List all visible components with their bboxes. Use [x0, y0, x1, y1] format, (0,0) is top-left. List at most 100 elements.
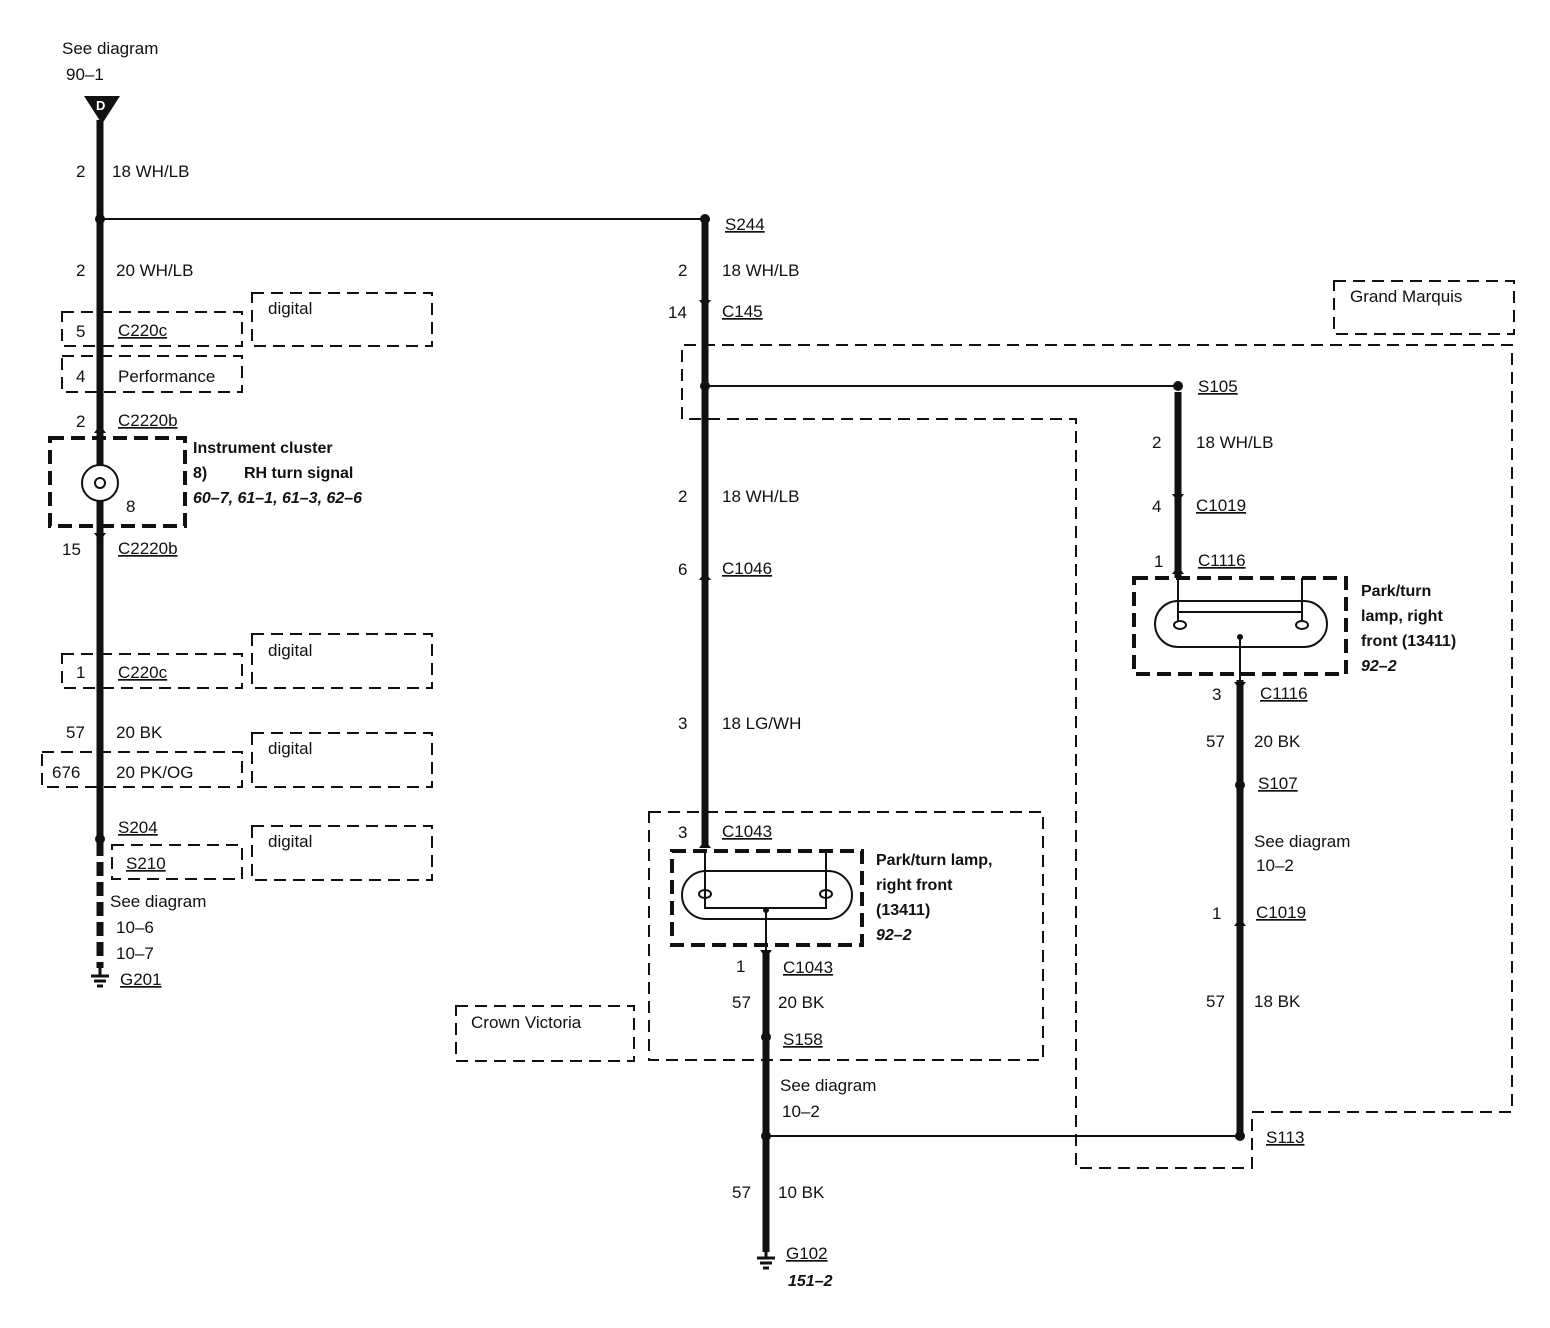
c220c-bottom-box	[61, 653, 243, 689]
cluster-item-number: 8)	[193, 465, 207, 482]
bulb-filament-icon	[94, 477, 106, 489]
c1019-top-pin: 4	[1152, 497, 1161, 516]
middle-lamp-ref: 92–2	[876, 927, 912, 944]
right-bk2-wire: 18 BK	[1254, 992, 1301, 1011]
right-bk-pin: 57	[1206, 732, 1225, 751]
ground-g102-icon	[757, 1250, 775, 1270]
c220c-top-pin: 5	[76, 322, 85, 341]
s158-splice-dot	[761, 1032, 771, 1042]
c1043-bottom-label: C1043	[783, 958, 833, 977]
c1116-top-pin: 1	[1154, 552, 1163, 571]
middle-see-diagram: See diagram	[780, 1076, 876, 1095]
c1019-bottom-arrow-icon	[1234, 918, 1246, 926]
top-see-diagram-number: 90–1	[66, 65, 104, 84]
c1116-bottom-label: C1116	[1260, 684, 1308, 703]
right-lamp-line3: front (13411)	[1361, 633, 1456, 650]
pkog-box	[41, 751, 243, 788]
s105-label: S105	[1198, 377, 1238, 396]
middle-w3-wire: 18 LG/WH	[722, 714, 801, 733]
c1043-bottom-arrow-icon	[760, 950, 772, 958]
connector-triangle-icon	[84, 96, 120, 124]
middle-w2-wire: 18 WH/LB	[722, 487, 799, 506]
cluster-refs: 60–7, 61–1, 61–3, 62–6	[193, 490, 362, 507]
digital-label-3: digital	[268, 739, 312, 758]
s107-label: S107	[1258, 774, 1298, 793]
s204-splice-dot	[95, 834, 105, 844]
left-see-ref-1: 10–6	[116, 918, 154, 937]
arrow-down-icon	[94, 533, 106, 541]
c145-pin: 14	[668, 303, 687, 322]
c1046-arrow-icon	[699, 572, 711, 580]
c1043-top-pin: 3	[678, 823, 687, 842]
crown-victoria-box	[455, 1005, 635, 1062]
c2220b-out-pin: 15	[62, 540, 81, 559]
left-bk-pin: 57	[66, 723, 85, 742]
crown-victoria-label: Crown Victoria	[471, 1013, 582, 1032]
right-see-ref: 10–2	[1256, 856, 1294, 875]
right-lamp-line1: Park/turn	[1361, 583, 1431, 600]
middle-w1-wire: 18 WH/LB	[722, 261, 799, 280]
right-lamp-bulb-icon	[1154, 578, 1328, 648]
middle-bk-wire: 20 BK	[778, 993, 825, 1012]
middle-g-wire: 10 BK	[778, 1183, 825, 1202]
ground-g201-label: G201	[120, 970, 162, 989]
s158-label: S158	[783, 1030, 823, 1049]
performance-box	[61, 355, 243, 393]
digital-box-3	[251, 732, 433, 788]
s204-label: S204	[118, 818, 158, 837]
cluster-title: Instrument cluster	[193, 440, 333, 457]
left-w1-pin: 2	[76, 162, 85, 181]
c1116-top-label: C1116	[1198, 551, 1246, 570]
crown-victoria-region	[648, 811, 1044, 1061]
c1019-bottom-pin: 1	[1212, 904, 1221, 923]
s107-splice-dot	[1235, 780, 1245, 790]
left-see-ref-2: 10–7	[116, 944, 154, 963]
c1116-bottom-pin: 3	[1212, 685, 1221, 704]
c220c-bottom-pin: 1	[76, 663, 85, 682]
right-lamp-line2: lamp, right	[1361, 608, 1443, 625]
s113-splice-dot	[1235, 1131, 1245, 1141]
digital-box-1	[251, 292, 433, 347]
instrument-cluster-box	[48, 436, 187, 528]
c1046-pin: 6	[678, 560, 687, 579]
s210-label: S210	[126, 854, 166, 873]
c1043-top-arrow-icon	[699, 840, 711, 848]
ground-g102-label: G102	[786, 1244, 828, 1263]
right-bk2-pin: 57	[1206, 992, 1225, 1011]
ground-g102-ref: 151–2	[788, 1273, 833, 1290]
middle-lamp-line3: (13411)	[876, 902, 930, 919]
c1046-label: C1046	[722, 559, 772, 578]
middle-w3-pin: 3	[678, 714, 687, 733]
left-w2-wire: 20 WH/LB	[116, 261, 193, 280]
c1019-bottom-label: C1019	[1256, 903, 1306, 922]
right-w1-wire: 18 WH/LB	[1196, 433, 1273, 452]
middle-see-ref: 10–2	[782, 1102, 820, 1121]
grand-marquis-region	[681, 344, 1513, 1169]
grand-marquis-label: Grand Marquis	[1350, 287, 1462, 306]
s113-label: S113	[1266, 1128, 1304, 1147]
middle-g-pin: 57	[732, 1183, 751, 1202]
s105-splice-dot	[1173, 381, 1183, 391]
c1116-top-arrow-icon	[1172, 566, 1184, 574]
c2220b-out-label: C2220b	[118, 539, 178, 558]
digital-box-4	[251, 825, 433, 881]
cluster-item-label: RH turn signal	[244, 465, 353, 482]
middle-lamp-line1: Park/turn lamp,	[876, 852, 992, 869]
bulb-icon	[81, 464, 119, 502]
right-see-diagram: See diagram	[1254, 832, 1350, 851]
middle-lamp-bulb-icon	[681, 851, 853, 920]
left-see-diagram: See diagram	[110, 892, 206, 911]
middle-w2-pin: 2	[678, 487, 687, 506]
right-w1-pin: 2	[1152, 433, 1161, 452]
c1116-bottom-arrow-icon	[1234, 682, 1246, 690]
c220c-top-box	[61, 311, 243, 347]
c1043-top-label: C1043	[722, 822, 772, 841]
middle-lamp-line2: right front	[876, 877, 953, 894]
grand-marquis-box	[1333, 280, 1515, 335]
c1043-bottom-pin: 1	[736, 957, 745, 976]
ground-g201-icon	[91, 966, 109, 988]
right-lamp-ref: 92–2	[1361, 658, 1397, 675]
s244-splice-dot	[700, 214, 710, 224]
left-bk-wire: 20 BK	[116, 723, 163, 742]
left-w2-pin: 2	[76, 261, 85, 280]
